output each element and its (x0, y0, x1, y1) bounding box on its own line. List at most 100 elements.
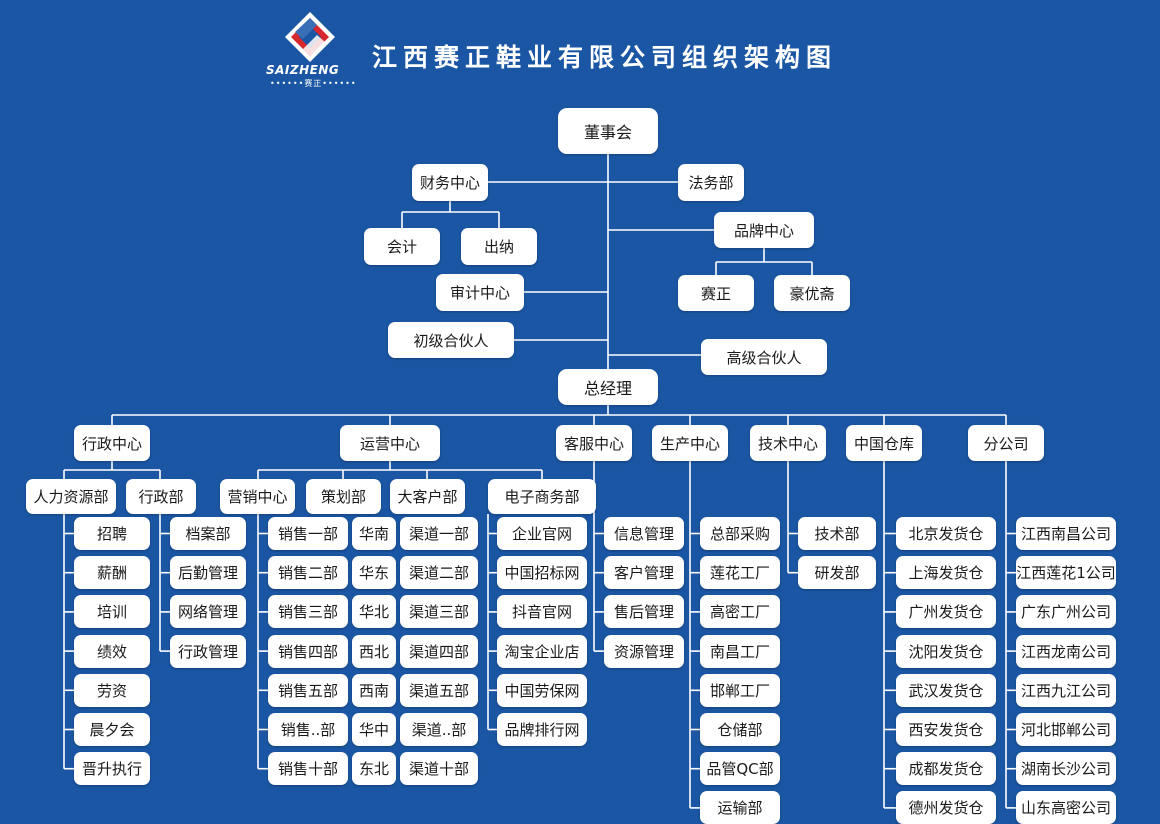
admin-item: 网络管理 (170, 595, 246, 628)
region-item: 华南 (352, 517, 396, 550)
node-branches: 分公司 (968, 425, 1044, 461)
sales-item: 销售四部 (268, 635, 348, 668)
node-brand-saizheng: 赛正 (678, 275, 754, 311)
service-item: 客户管理 (604, 556, 684, 589)
hr-item: 晨夕会 (74, 713, 150, 746)
production-item: 莲花工厂 (700, 556, 780, 589)
node-general-manager: 总经理 (558, 369, 658, 405)
ecommerce-item: 品牌排行网 (497, 713, 587, 746)
ecommerce-item: 淘宝企业店 (497, 635, 587, 668)
channel-item: 渠道十部 (400, 752, 478, 785)
ecommerce-item: 企业官网 (497, 517, 587, 550)
region-item: 华中 (352, 713, 396, 746)
service-item: 信息管理 (604, 517, 684, 550)
region-item: 西北 (352, 635, 396, 668)
channel-item: 渠道四部 (400, 635, 478, 668)
production-item: 运输部 (700, 791, 780, 824)
ecommerce-item: 中国劳保网 (497, 674, 587, 707)
service-item: 售后管理 (604, 595, 684, 628)
node-warehouse: 中国仓库 (846, 425, 922, 461)
branch-item: 广东广州公司 (1016, 595, 1116, 628)
channel-item: 渠道二部 (400, 556, 478, 589)
warehouse-item: 德州发货仓 (896, 791, 996, 824)
node-marketing: 营销中心 (220, 479, 295, 514)
logo-text: SAIZHENG (266, 63, 340, 77)
branch-item: 湖南长沙公司 (1016, 752, 1116, 785)
sales-item: 销售三部 (268, 595, 348, 628)
hr-item: 劳资 (74, 674, 150, 707)
node-tech-center: 技术中心 (750, 425, 826, 461)
channel-item: 渠道三部 (400, 595, 478, 628)
logo-subtext: ••••••赛正•••••• (270, 79, 357, 88)
branch-item: 江西九江公司 (1016, 674, 1116, 707)
logo-mark-icon (285, 12, 335, 62)
production-item: 仓储部 (700, 713, 780, 746)
node-senior-partner: 高级合伙人 (701, 339, 827, 375)
ecommerce-item: 抖音官网 (497, 595, 587, 628)
branch-item: 江西南昌公司 (1016, 517, 1116, 550)
region-item: 华北 (352, 595, 396, 628)
sales-item: 销售二部 (268, 556, 348, 589)
branch-item: 江西莲花1公司 (1016, 556, 1116, 589)
production-item: 总部采购 (700, 517, 780, 550)
warehouse-item: 北京发货仓 (896, 517, 996, 550)
node-accounting: 会计 (364, 228, 440, 265)
admin-item: 后勤管理 (170, 556, 246, 589)
node-brand-haoyouzhai: 豪优斋 (774, 275, 850, 311)
warehouse-item: 沈阳发货仓 (896, 635, 996, 668)
node-production-center: 生产中心 (652, 425, 728, 461)
admin-item: 档案部 (170, 517, 246, 550)
tech-item: 技术部 (798, 517, 876, 550)
hr-item: 晋升执行 (74, 752, 150, 785)
channel-item: 渠道一部 (400, 517, 478, 550)
node-board: 董事会 (558, 108, 658, 154)
node-planning: 策划部 (306, 479, 381, 514)
production-item: 品管QC部 (700, 752, 780, 785)
sales-item: 销售..部 (268, 713, 348, 746)
node-brand-center: 品牌中心 (714, 212, 814, 248)
tech-item: 研发部 (798, 556, 876, 589)
node-hr: 人力资源部 (26, 479, 116, 514)
sales-item: 销售一部 (268, 517, 348, 550)
branch-item: 山东高密公司 (1016, 791, 1116, 824)
warehouse-item: 上海发货仓 (896, 556, 996, 589)
production-item: 高密工厂 (700, 595, 780, 628)
node-ecommerce: 电子商务部 (488, 479, 596, 514)
region-item: 华东 (352, 556, 396, 589)
admin-item: 行政管理 (170, 635, 246, 668)
channel-item: 渠道五部 (400, 674, 478, 707)
node-key-accounts: 大客户部 (390, 479, 465, 514)
node-audit: 审计中心 (436, 274, 524, 311)
ecommerce-item: 中国招标网 (497, 556, 587, 589)
service-item: 资源管理 (604, 635, 684, 668)
hr-item: 招聘 (74, 517, 150, 550)
node-service-center: 客服中心 (556, 425, 632, 461)
node-admin-dept: 行政部 (126, 479, 196, 514)
branch-item: 河北邯郸公司 (1016, 713, 1116, 746)
hr-item: 培训 (74, 595, 150, 628)
channel-item: 渠道..部 (400, 713, 478, 746)
node-cashier: 出纳 (461, 228, 537, 265)
node-finance-center: 财务中心 (412, 164, 488, 201)
warehouse-item: 成都发货仓 (896, 752, 996, 785)
production-item: 南昌工厂 (700, 635, 780, 668)
region-item: 东北 (352, 752, 396, 785)
node-admin-center: 行政中心 (74, 425, 150, 461)
warehouse-item: 西安发货仓 (896, 713, 996, 746)
region-item: 西南 (352, 674, 396, 707)
sales-item: 销售十部 (268, 752, 348, 785)
page-title: 江西赛正鞋业有限公司组织架构图 (372, 43, 838, 72)
warehouse-item: 广州发货仓 (896, 595, 996, 628)
hr-item: 绩效 (74, 635, 150, 668)
node-ops-center: 运营中心 (340, 425, 440, 461)
node-junior-partner: 初级合伙人 (388, 322, 514, 358)
node-legal: 法务部 (678, 164, 744, 201)
sales-item: 销售五部 (268, 674, 348, 707)
hr-item: 薪酬 (74, 556, 150, 589)
warehouse-item: 武汉发货仓 (896, 674, 996, 707)
production-item: 邯郸工厂 (700, 674, 780, 707)
company-logo (265, 10, 355, 90)
branch-item: 江西龙南公司 (1016, 635, 1116, 668)
